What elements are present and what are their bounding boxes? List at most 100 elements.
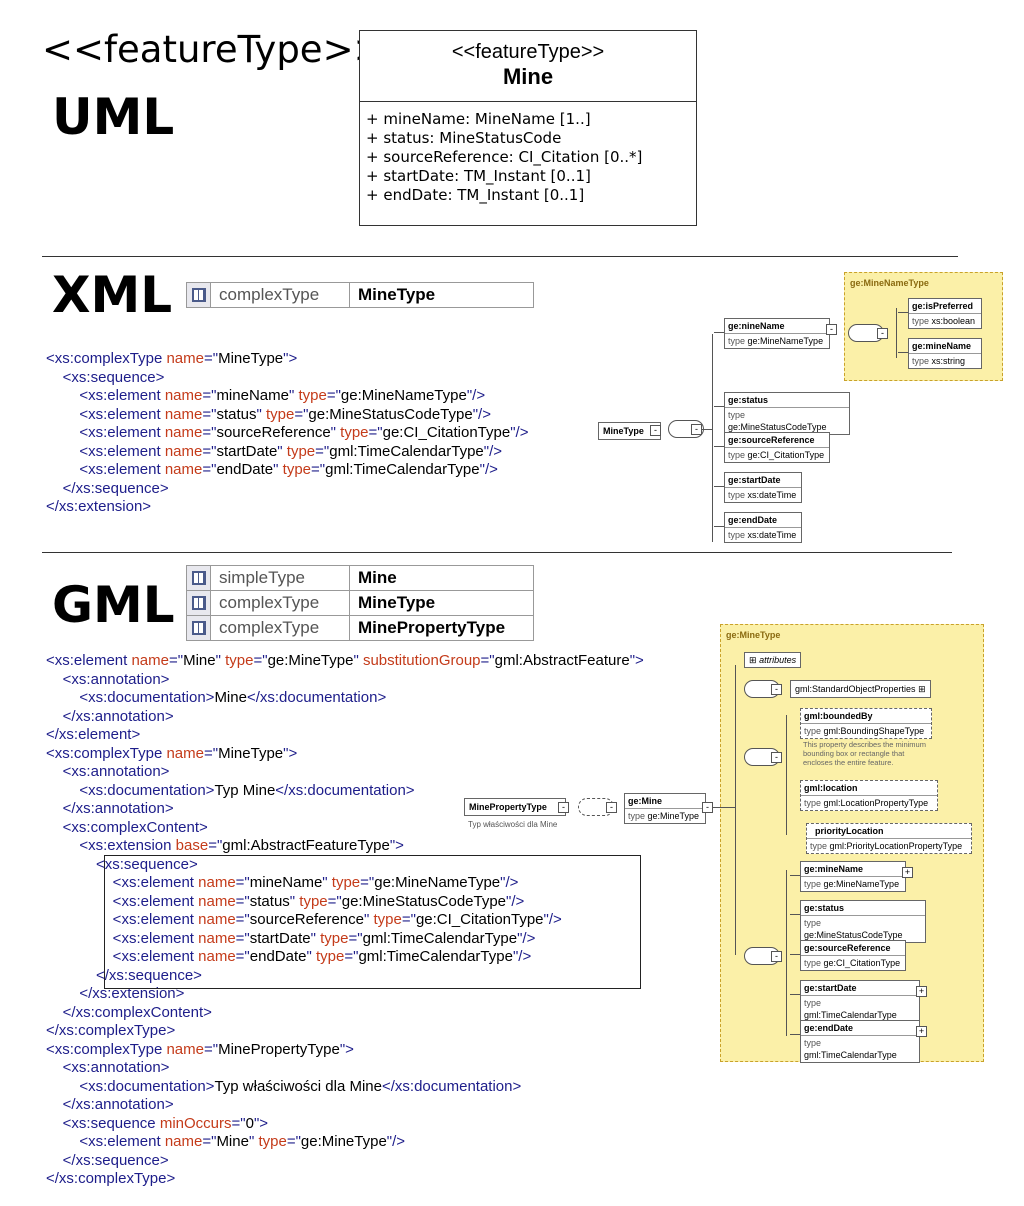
code-token: name	[164, 461, 203, 478]
gml-element-expand-icon[interactable]: +	[902, 867, 913, 878]
gml-element-expand-icon[interactable]: +	[916, 1026, 927, 1037]
uml-class-name: Mine	[502, 64, 554, 89]
connector-line	[898, 312, 908, 313]
code-line: </xs:annotation>	[46, 708, 644, 727]
code-token: <xs:element	[46, 948, 199, 965]
code-line: <xs:annotation>	[46, 671, 644, 690]
gml-boundedby-type-prefix: type	[804, 726, 822, 736]
gml-property-collapse-icon[interactable]: -	[558, 802, 569, 813]
element-type-prefix: type	[912, 356, 930, 366]
element-name: ge:endDate	[725, 513, 801, 528]
code-token: type	[340, 424, 369, 441]
code-token: substitutionGroup	[362, 652, 481, 669]
xml-element-collapse-icon[interactable]: -	[826, 324, 837, 335]
gml-optional-sequence-collapse-icon[interactable]: -	[606, 802, 617, 813]
gml-element-expand-icon[interactable]: +	[916, 986, 927, 997]
element-type: xs:dateTime	[747, 490, 797, 500]
code-token: <xs:element	[46, 892, 199, 910]
code-token: ge:MineType	[300, 1133, 387, 1150]
code-token: "	[256, 405, 266, 423]
element-name: ge:nineName	[725, 319, 829, 334]
code-token: type	[299, 892, 328, 910]
code-line: </xs:complexContent>	[46, 1004, 644, 1023]
code-line: <xs:complexType name="MineType">	[46, 745, 644, 764]
code-token: ="	[315, 442, 330, 460]
gml-property-type-box: MinePropertyType	[464, 798, 566, 816]
gml-attributes-expand-icon[interactable]: ⊞	[749, 655, 757, 665]
code-token: "	[330, 424, 341, 441]
gml-mine-element-type: ge:MineType	[647, 811, 700, 821]
gml-boundedby-name: gml:boundedBy	[801, 709, 931, 724]
code-token: MineType	[218, 744, 284, 762]
code-token: minOccurs	[159, 1114, 232, 1132]
code-token: <xs:element	[46, 652, 132, 669]
code-token: </xs:documentation>	[275, 781, 415, 799]
code-token: Typ właściwości dla Mine	[214, 1077, 382, 1095]
code-token: </xs:documentation>	[246, 689, 387, 706]
code-token: ">	[283, 744, 298, 762]
code-token: <xs:annotation>	[46, 763, 170, 780]
connector-line	[790, 914, 800, 915]
code-token: "/>	[517, 929, 536, 947]
code-token: "	[289, 892, 300, 910]
code-token: "/>	[510, 424, 529, 441]
code-token: endDate	[216, 461, 274, 478]
code-token: gml:TimeCalendarType	[329, 442, 484, 460]
uml-stereotype-heading: <<featureType>>	[42, 28, 385, 71]
code-token: ="	[235, 911, 250, 928]
element-name: ge:startDate	[725, 473, 801, 488]
code-token: name	[198, 874, 236, 891]
code-token: "	[353, 652, 363, 669]
xml-sequence-collapse-icon[interactable]: -	[691, 424, 702, 435]
code-token: </xs:sequence>	[46, 1151, 169, 1169]
code-line: <xs:sequence>	[46, 856, 644, 875]
gml-priority-location-name: priorityLocation	[807, 824, 971, 839]
gml-location-sequence-collapse-icon[interactable]: -	[771, 752, 782, 763]
code-token: ="	[360, 874, 375, 891]
code-token: sourceReference	[249, 911, 364, 928]
type-name: MineType	[358, 593, 436, 612]
gml-property-type-name: MinePropertyType	[469, 802, 547, 812]
code-token: "/>	[543, 911, 562, 928]
xml-subsequence-collapse-icon[interactable]: -	[877, 328, 888, 339]
gml-mine-element-box: ge:Mine type ge:MineType	[624, 793, 706, 824]
code-token: "/>	[500, 874, 519, 891]
gml-attributes-box[interactable]: ⊞ attributes	[744, 652, 802, 668]
uml-attribute: + status: MineStatusCode	[366, 129, 562, 147]
code-token: </xs:extension>	[46, 985, 185, 1002]
code-token: ge:MineType	[267, 652, 354, 669]
gml-standard-sequence-collapse-icon[interactable]: -	[771, 684, 782, 695]
element-type: ge:CI_CitationType	[823, 958, 901, 968]
xml-root-collapse-icon[interactable]: -	[650, 425, 661, 436]
element-type: xs:string	[931, 356, 966, 366]
element-type-prefix: type	[804, 998, 822, 1008]
code-token: gml:AbstractFeature	[494, 652, 630, 669]
gml-feature-sequence-collapse-icon[interactable]: -	[771, 951, 782, 962]
gml-connector-line	[786, 870, 787, 1036]
code-line: <xs:element name="mineName" type="ge:Min…	[46, 387, 528, 406]
code-token: "/>	[506, 892, 525, 910]
code-line: <xs:element name="endDate" type="gml:Tim…	[46, 948, 644, 967]
code-line: <xs:element name="startDate" type="gml:T…	[46, 443, 528, 462]
code-token: ">	[339, 1040, 354, 1058]
connector-line	[714, 526, 724, 527]
code-token: "/>	[466, 387, 486, 404]
doc-line: encloses the entire feature.	[803, 758, 894, 767]
uml-class-attributes: + mineName: MineName [1..]+ status: Mine…	[360, 102, 696, 213]
code-token: "	[277, 442, 287, 460]
type-name: Mine	[358, 568, 397, 587]
code-line: <xs:annotation>	[46, 763, 644, 782]
code-token: ="	[326, 387, 341, 404]
gml-standard-expand-icon[interactable]: ⊞	[918, 684, 926, 694]
code-token: ="	[202, 424, 217, 441]
code-token: ">	[629, 652, 644, 669]
code-line: <xs:sequence minOccurs="0">	[46, 1115, 644, 1134]
